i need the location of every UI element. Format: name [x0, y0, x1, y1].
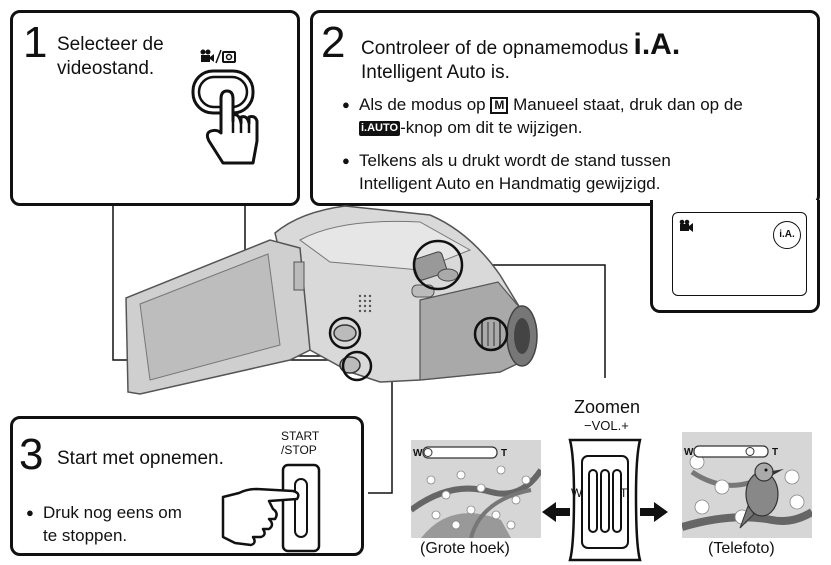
tele-w-marker: W	[684, 447, 694, 458]
wide-t-marker: T	[501, 448, 507, 459]
step2-panel: 2 Controleer of de opnamemodus i.A. Inte…	[310, 10, 820, 206]
step2-bullet2-line1: Telkens als u drukt wordt de stand tusse…	[342, 149, 671, 172]
telephoto-image: W T	[682, 432, 812, 538]
mode-button-illustration	[191, 49, 259, 165]
step3-bullet-line1: Druk nog eens om	[26, 501, 182, 524]
start-stop-label-line1: START	[281, 429, 320, 443]
zoom-vol-label: −VOL.+	[584, 418, 629, 433]
wide-w-marker: W	[413, 448, 423, 459]
bird-icon	[739, 462, 784, 529]
step2-bullet1-text-a: Als de modus op	[359, 95, 486, 114]
step2-bullet1-line2: i.AUTO-knop om dit te wijzigen.	[359, 116, 582, 139]
pointing-hand-icon	[221, 487, 300, 547]
step3-number: 3	[19, 430, 44, 479]
step2-title-text: Controleer of de opnamemodus	[361, 38, 629, 59]
wide-angle-image: W T	[411, 440, 541, 538]
lcd-screen-preview: i.A.	[672, 212, 807, 296]
step2-title-line2: Intelligent Auto is.	[361, 62, 510, 83]
wide-caption: (Grote hoek)	[420, 540, 510, 557]
step1-line1: Selecteer de	[57, 34, 164, 55]
tele-caption: (Telefoto)	[708, 540, 775, 557]
step3-title: Start met opnemen.	[57, 448, 224, 469]
video-photo-icon	[200, 49, 236, 64]
zoom-lever-illustration	[542, 438, 668, 562]
start-stop-label-line2: /STOP	[281, 443, 317, 457]
iauto-button-icon: i.AUTO	[359, 121, 401, 137]
step2-title-mode: i.A.	[633, 28, 681, 61]
manual-mode-icon: M	[490, 97, 509, 115]
tele-t-marker: T	[772, 447, 778, 458]
highlight-mode-button	[328, 316, 362, 350]
arrow-left-icon	[542, 502, 570, 522]
step1-line2: videostand.	[57, 58, 155, 79]
step3-bullet-line2: te stoppen.	[43, 526, 128, 545]
zoom-title: Zoomen	[574, 397, 641, 417]
step2-bullet1-text-c: -knop om dit te wijzigen.	[400, 118, 583, 137]
start-stop-button-illustration	[221, 463, 321, 553]
arrow-right-icon	[640, 502, 668, 522]
camcorder-lcd	[125, 239, 311, 395]
step2-bullet2-line2: Intelligent Auto en Handmatig gewijzigd.	[359, 174, 661, 193]
camcorder-body	[274, 205, 538, 383]
screen-ia-badge: i.A.	[773, 221, 801, 249]
highlight-top-buttons	[412, 239, 464, 291]
step2-bullet1-line1: Als de modus op M Manueel staat, druk da…	[342, 93, 743, 116]
step2-bullet1-text-b: Manueel staat, druk dan op de	[513, 95, 743, 114]
step3-panel: 3 Start met opnemen. Druk nog eens om te…	[10, 416, 364, 556]
step2-title: Controleer of de opnamemodus i.A.	[361, 30, 680, 61]
highlight-iauto-button	[341, 350, 373, 382]
highlight-zoom-lever	[473, 316, 509, 352]
step2-number: 2	[321, 18, 346, 67]
video-mode-icon	[679, 219, 693, 232]
zoom-t-label: T	[620, 486, 628, 500]
step1-number: 1	[23, 18, 48, 67]
step1-panel: 1 Selecteer de videostand.	[10, 10, 300, 206]
zoom-w-label: W	[571, 486, 583, 500]
